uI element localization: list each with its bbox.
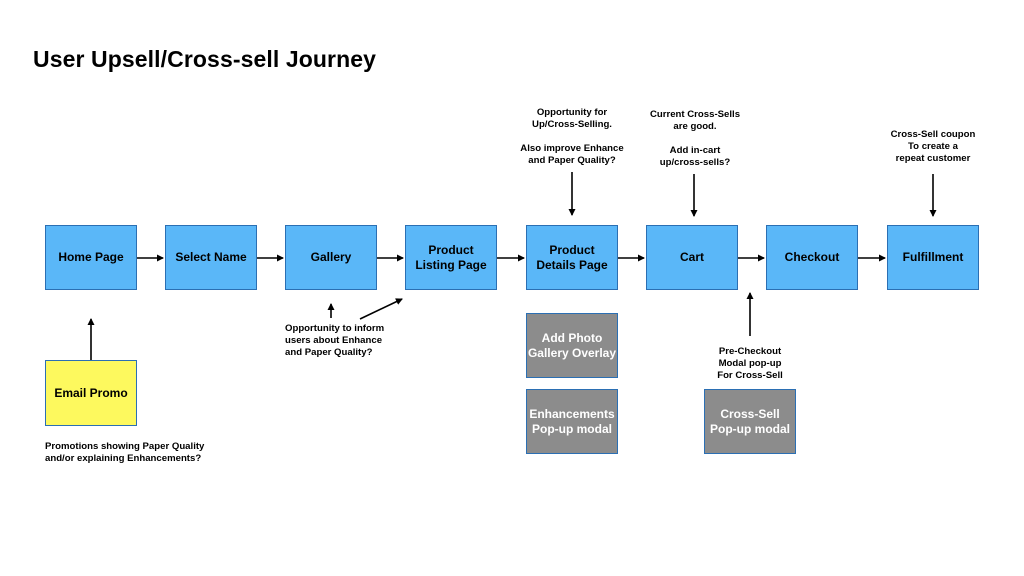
checkout-node[interactable]: Checkout bbox=[766, 225, 858, 290]
promotions-note: Promotions showing Paper Quality and/or … bbox=[45, 441, 205, 464]
product-listing-node[interactable]: Product Listing Page bbox=[405, 225, 497, 290]
node-label: Fulfillment bbox=[902, 250, 964, 264]
cart-node[interactable]: Cart bbox=[646, 225, 738, 290]
node-label: Gallery bbox=[310, 250, 352, 264]
node-label: Select Name bbox=[175, 250, 247, 264]
fulfillment-coupon-note: Cross-Sell coupon To create a repeat cus… bbox=[890, 129, 976, 164]
home-page-node[interactable]: Home Page bbox=[45, 225, 137, 290]
node-label: Cross-Sell Pop-up modal bbox=[710, 406, 790, 436]
node-label: Email Promo bbox=[54, 385, 128, 400]
page-title: User Upsell/Cross-sell Journey bbox=[33, 46, 377, 72]
gallery-inform-note: Opportunity to inform users about Enhanc… bbox=[285, 323, 385, 358]
arrow-gallery-note-diag bbox=[359, 298, 403, 320]
select-name-node[interactable]: Select Name bbox=[165, 225, 257, 290]
add-photo-overlay-node[interactable]: Add Photo Gallery Overlay bbox=[526, 313, 618, 378]
node-label: Product Details Page bbox=[536, 242, 608, 272]
pre-checkout-note: Pre-Checkout Modal pop-up For Cross-Sell bbox=[717, 346, 783, 381]
product-details-node[interactable]: Product Details Page bbox=[526, 225, 618, 290]
cross-sell-modal-node[interactable]: Cross-Sell Pop-up modal bbox=[704, 389, 796, 454]
pdp-opportunity-note: Opportunity for Up/Cross-Selling. Also i… bbox=[520, 107, 624, 166]
cart-current-note: Current Cross-Sells are good. Add in-car… bbox=[649, 109, 741, 168]
enhancements-modal-node[interactable]: Enhancements Pop-up modal bbox=[526, 389, 618, 454]
gallery-node[interactable]: Gallery bbox=[285, 225, 377, 290]
node-label: Home Page bbox=[58, 250, 124, 264]
email-promo-node[interactable]: Email Promo bbox=[45, 360, 137, 426]
node-label: Cart bbox=[679, 250, 704, 264]
node-label: Add Photo Gallery Overlay bbox=[527, 330, 617, 360]
node-label: Checkout bbox=[784, 250, 840, 264]
node-label: Product Listing Page bbox=[415, 242, 487, 272]
node-label: Enhancements Pop-up modal bbox=[529, 406, 615, 436]
fulfillment-node[interactable]: Fulfillment bbox=[887, 225, 979, 290]
